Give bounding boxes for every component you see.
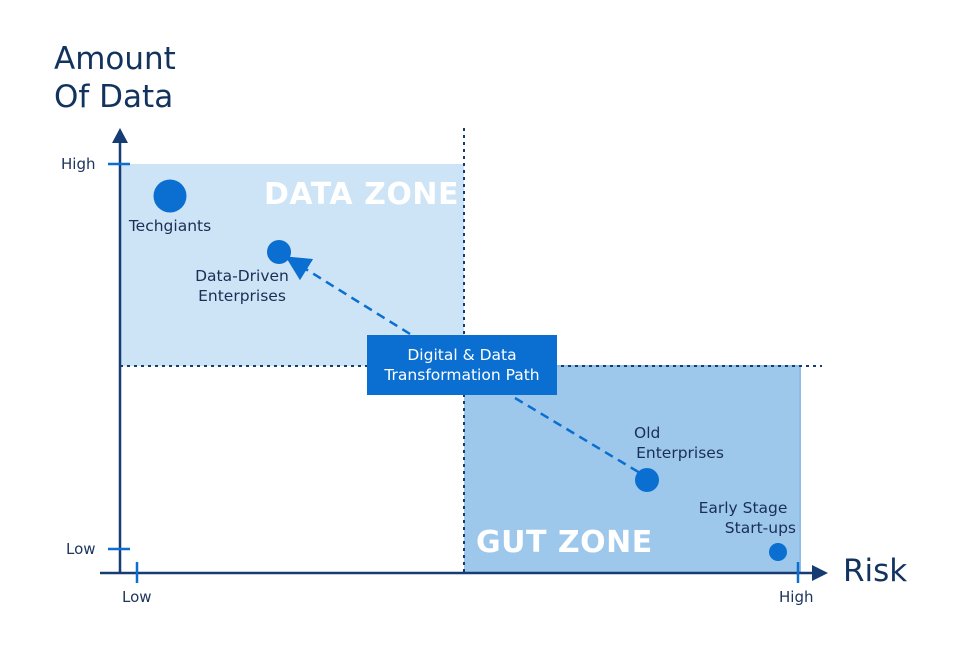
point-old-enterprises xyxy=(635,468,659,492)
y-axis-title-line1: Amount xyxy=(54,41,176,77)
early-label-line1: Early Stage xyxy=(698,499,788,517)
x-axis-title: Risk xyxy=(843,553,908,589)
data-driven-label-line1: Data-Driven xyxy=(195,267,289,285)
old-label-line1: Old xyxy=(634,424,661,442)
early-stage-startups-label: Early Stage Start-ups xyxy=(690,498,796,538)
data-driven-enterprises-label: Data-Driven Enterprises xyxy=(180,266,304,306)
point-early-stage-startups xyxy=(769,543,787,561)
transformation-path-upper xyxy=(285,256,411,336)
transformation-path-line2: Transformation Path xyxy=(384,366,540,384)
transformation-path-box: Digital & Data Transformation Path xyxy=(367,335,557,395)
y-tick-low-label: Low xyxy=(66,540,96,558)
techgiants-label: Techgiants xyxy=(128,217,212,235)
gut-zone-label: GUT ZONE xyxy=(476,525,653,560)
point-data-driven-enterprises xyxy=(267,240,291,264)
x-tick-high-label: High xyxy=(779,588,814,606)
y-axis-title: Amount Of Data xyxy=(54,40,176,116)
y-axis-arrow xyxy=(112,128,128,143)
data-driven-label-line2: Enterprises xyxy=(198,287,286,305)
old-label-line2: Enterprises xyxy=(636,444,724,462)
data-zone-label: DATA ZONE xyxy=(264,177,459,212)
x-tick-low-label: Low xyxy=(122,588,152,606)
early-label-line2: Start-ups xyxy=(724,519,796,537)
transformation-path-lower xyxy=(514,396,641,475)
y-tick-high-label: High xyxy=(61,155,96,173)
point-techgiants xyxy=(153,179,187,213)
x-axis-arrow xyxy=(812,565,828,581)
y-axis-title-line2: Of Data xyxy=(54,79,174,115)
old-enterprises-label: Old Enterprises xyxy=(624,423,736,463)
transformation-path-line1: Digital & Data xyxy=(407,346,517,364)
